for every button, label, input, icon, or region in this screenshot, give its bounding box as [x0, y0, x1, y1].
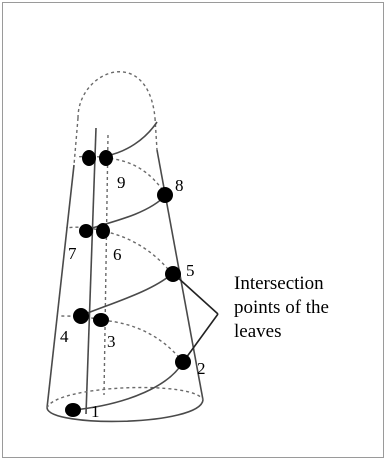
- point-label-6: 6: [113, 245, 122, 264]
- intersection-point-4: [73, 308, 89, 324]
- intersection-point-3: [93, 313, 109, 327]
- point-label-1: 1: [91, 402, 100, 421]
- intersection-point-6: [96, 223, 110, 239]
- caption-line-2: points of the: [234, 297, 329, 318]
- point-label-4: 4: [60, 327, 69, 346]
- intersection-point-8: [157, 187, 173, 203]
- spiral-5-6: [101, 230, 173, 275]
- intersection-point-7: [79, 224, 93, 238]
- spiral-top: [105, 121, 158, 157]
- base-ellipse-back: [46, 386, 204, 409]
- point-label-8: 8: [175, 176, 184, 195]
- intersection-caption: Intersection points of the leaves: [234, 272, 374, 344]
- base-ellipse-front: [46, 399, 204, 423]
- caption-line-1: Intersection: [234, 273, 324, 294]
- cone-top-left-dotted: [73, 117, 79, 166]
- intersection-point-9: [99, 150, 113, 166]
- cone-top-right-dotted: [154, 117, 158, 151]
- point-label-9: 9: [117, 173, 126, 192]
- point-label-5: 5: [186, 261, 195, 280]
- pointer-to-5: [175, 275, 219, 315]
- intersection-point-9b: [82, 150, 96, 166]
- spiral-2-3: [99, 319, 184, 363]
- intersection-point-1: [65, 403, 81, 417]
- point-label-3: 3: [107, 332, 116, 351]
- intersection-point-2: [175, 354, 191, 370]
- cone-left-edge: [46, 164, 75, 409]
- figure-frame: [2, 2, 384, 458]
- spiral-4-5: [79, 273, 173, 317]
- back-axis-dotted: [103, 134, 109, 396]
- point-label-2: 2: [197, 359, 206, 378]
- pointer-to-2: [185, 313, 219, 359]
- cone-top-cap: [77, 71, 156, 119]
- front-axis-line: [85, 127, 97, 415]
- spiral-8-9: [105, 157, 167, 196]
- point-label-7: 7: [68, 244, 77, 263]
- intersection-point-5: [165, 266, 181, 282]
- caption-line-3: leaves: [234, 321, 282, 342]
- spiral-1-2: [73, 361, 184, 411]
